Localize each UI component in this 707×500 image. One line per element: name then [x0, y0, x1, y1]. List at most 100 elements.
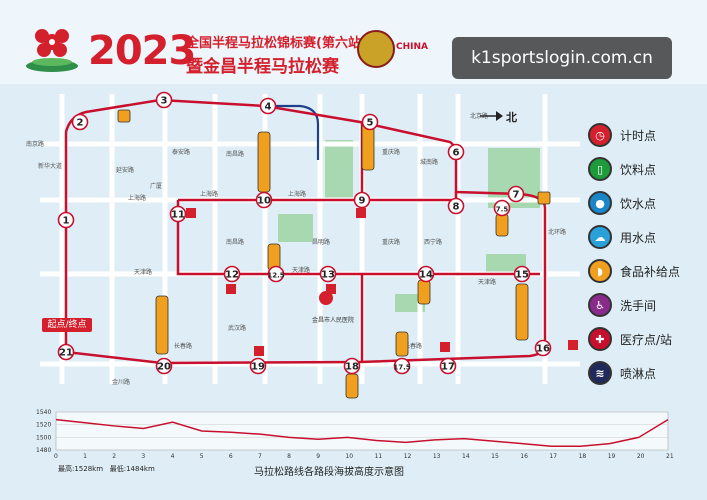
legend-item: ✚ 医疗点/站	[588, 324, 672, 354]
legend-item: ≋ 喷淋点	[588, 358, 656, 388]
legend-label: 饮水点	[620, 196, 657, 211]
checkpoint-marker: 1	[57, 211, 75, 229]
profile-x-tick: 10	[345, 453, 353, 460]
min-elevation: 最低:1484km	[109, 465, 155, 473]
street-label: 金川路	[112, 378, 130, 386]
timer-icon: ◷	[588, 123, 612, 147]
legend-label: 食品补给点	[620, 264, 681, 279]
checkpoint-label: 15	[515, 270, 529, 281]
street-label: 昌明路	[312, 238, 330, 246]
checkpoint-label: 1	[63, 216, 70, 227]
profile-x-tick: 12	[404, 453, 412, 460]
checkpoint-label: 19	[251, 362, 265, 373]
event-title-line2: 暨金昌半程马拉松赛	[186, 57, 339, 77]
checkpoint-marker: 14	[417, 265, 435, 283]
checkpoint-label: 9	[359, 196, 366, 207]
checkpoint-marker: 21	[57, 343, 75, 361]
checkpoint-label: 3	[161, 96, 168, 107]
legend-item: ◷ 计时点	[588, 120, 656, 150]
checkpoint-label: 7	[513, 190, 520, 201]
street-label: 北环路	[548, 228, 566, 236]
street-label: 天津路	[292, 266, 310, 274]
sponge-icon: ☁	[588, 225, 612, 249]
legend-item: ☁ 用水点	[588, 222, 656, 252]
checkpoint-label: 4	[265, 102, 272, 113]
drink-icon: ▯	[588, 157, 612, 181]
profile-x-tick: 1	[83, 453, 87, 460]
checkpoint-marker: 18	[343, 357, 361, 375]
legend-label: 喷淋点	[620, 366, 657, 381]
checkpoint-label: 2	[77, 118, 84, 129]
street-label: 南京路	[26, 140, 44, 148]
checkpoint-label: 17.5	[393, 364, 410, 372]
profile-x-tick: 9	[316, 453, 320, 460]
event-title-line1: 全国半程马拉松锦标赛(第六站)	[186, 36, 367, 51]
profile-x-tick: 14	[462, 453, 470, 460]
route-map: 南京路 新华大道 延安路 泰安路 广厦 上海路 上海路 上海路 南昌路 南昌路 …	[26, 91, 580, 399]
legend-label: 计时点	[620, 128, 657, 143]
china-marathon-logo: CHINA	[396, 42, 428, 52]
checkpoint-label: 17	[441, 362, 455, 373]
park-area	[278, 214, 313, 242]
athletics-seal-icon	[357, 30, 395, 68]
checkpoint-label: 12.5	[267, 272, 284, 280]
checkpoint-marker: 20	[155, 357, 173, 375]
legend-item: ♿ 洗手间	[588, 290, 656, 320]
street-label: 武汉路	[228, 324, 246, 332]
checkpoint-label: 18	[345, 362, 359, 373]
street-label: 城南路	[420, 158, 438, 166]
service-markers	[117, 109, 551, 399]
checkpoint-marker: 13	[319, 265, 337, 283]
profile-x-tick: 18	[579, 453, 587, 460]
street-label: 南昌路	[226, 238, 244, 246]
legend-label: 饮料点	[620, 162, 657, 177]
food-icon: ◗	[588, 259, 612, 283]
medical-markers	[186, 208, 578, 356]
profile-y-tick: 1500	[36, 434, 51, 441]
water-icon: ●	[588, 191, 612, 215]
checkpoint-label: 5	[367, 118, 374, 129]
street-label: 重庆路	[382, 238, 400, 246]
profile-x-tick: 2	[112, 453, 116, 460]
checkpoint-label: 13	[321, 270, 335, 281]
watermark-banner: k1sportslogin.com.cn	[452, 37, 672, 79]
checkpoint-marker: 12.5	[267, 265, 285, 283]
street-label: 上海路	[200, 190, 218, 198]
checkpoint-marker: 3	[155, 91, 173, 109]
checkpoint-label: 21	[59, 348, 73, 359]
checkpoint-marker: 12	[223, 265, 241, 283]
street-label: 长春路	[174, 342, 192, 350]
profile-x-tick: 5	[200, 453, 204, 460]
checkpoint-marker: 10	[255, 191, 273, 209]
street-label: 泰安路	[172, 148, 190, 156]
checkpoint-label: 6	[453, 148, 460, 159]
profile-x-tick: 3	[141, 453, 145, 460]
toilet-icon: ♿	[588, 293, 612, 317]
street-label: 广厦	[150, 182, 162, 190]
checkpoint-marker: 7	[507, 185, 525, 203]
park-area	[325, 140, 353, 200]
profile-x-tick: 15	[491, 453, 499, 460]
checkpoint-label: 7.5	[496, 206, 509, 214]
start-finish-label: 起点/终点	[42, 318, 92, 332]
profile-x-tick: 4	[171, 453, 175, 460]
checkpoint-marker: 8	[447, 197, 465, 215]
street-label: 天津路	[478, 278, 496, 286]
profile-x-tick: 17	[549, 453, 557, 460]
profile-caption: 马拉松路线各路段海拔高度示意图	[254, 467, 404, 478]
elevation-line	[55, 418, 669, 447]
profile-x-tick: 13	[433, 453, 441, 460]
profile-plot-area	[55, 411, 669, 451]
checkpoint-marker: 4	[259, 97, 277, 115]
street-label: 延安路	[116, 166, 134, 174]
checkpoint-marker: 6	[447, 143, 465, 161]
profile-y-tick: 1480	[36, 447, 51, 454]
checkpoint-marker: 11	[169, 205, 187, 223]
event-logo-icon	[26, 29, 78, 72]
legend-item: ● 饮水点	[588, 188, 656, 218]
profile-x-tick: 11	[375, 453, 383, 460]
north-arrow-icon	[480, 111, 503, 121]
checkpoint-label: 11	[171, 210, 185, 221]
legend-label: 医疗点/站	[620, 332, 673, 347]
